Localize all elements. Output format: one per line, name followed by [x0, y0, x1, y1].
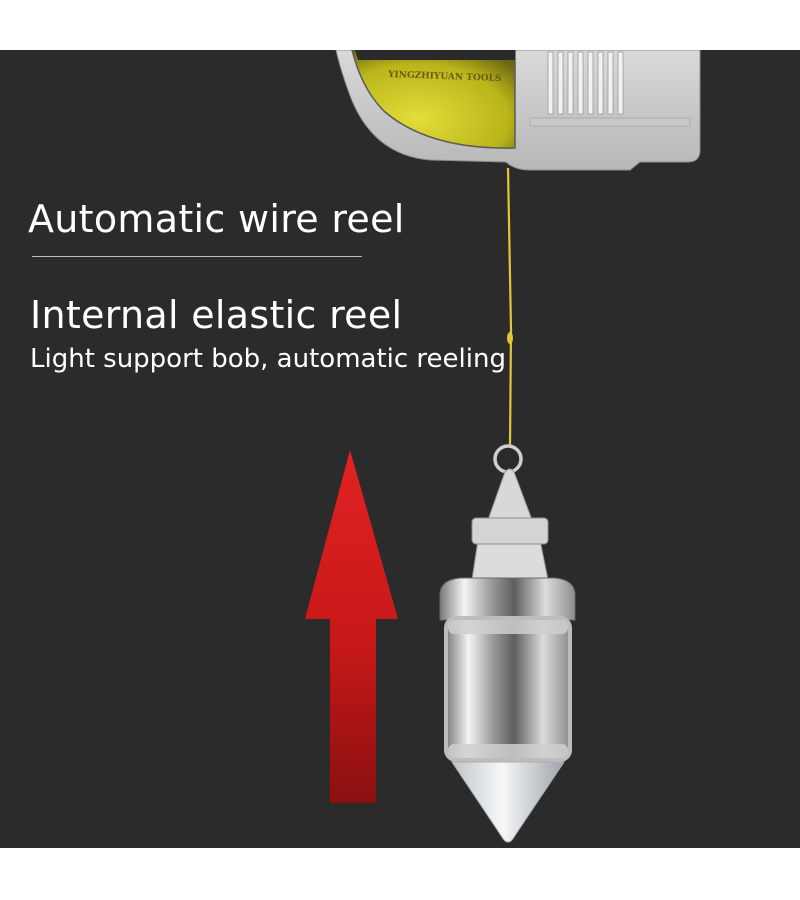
product-panel: YINGZHIYUAN TOOLS [0, 50, 800, 848]
heading-divider [32, 256, 362, 257]
plumb-bob-icon [439, 444, 576, 843]
brand-label: YINGZHIYUAN TOOLS [387, 70, 502, 84]
up-arrow-icon [305, 450, 398, 803]
reel-housing-icon [335, 50, 701, 171]
product-illustration: YINGZHIYUAN TOOLS [305, 50, 701, 843]
headline-automatic-wire-reel: Automatic wire reel [28, 197, 405, 241]
plumb-string [506, 167, 513, 446]
feature-subtitle: Light support bob, automatic reeling [30, 344, 506, 374]
string-knot [507, 332, 513, 344]
headline-internal-elastic-reel: Internal elastic reel [30, 293, 403, 337]
